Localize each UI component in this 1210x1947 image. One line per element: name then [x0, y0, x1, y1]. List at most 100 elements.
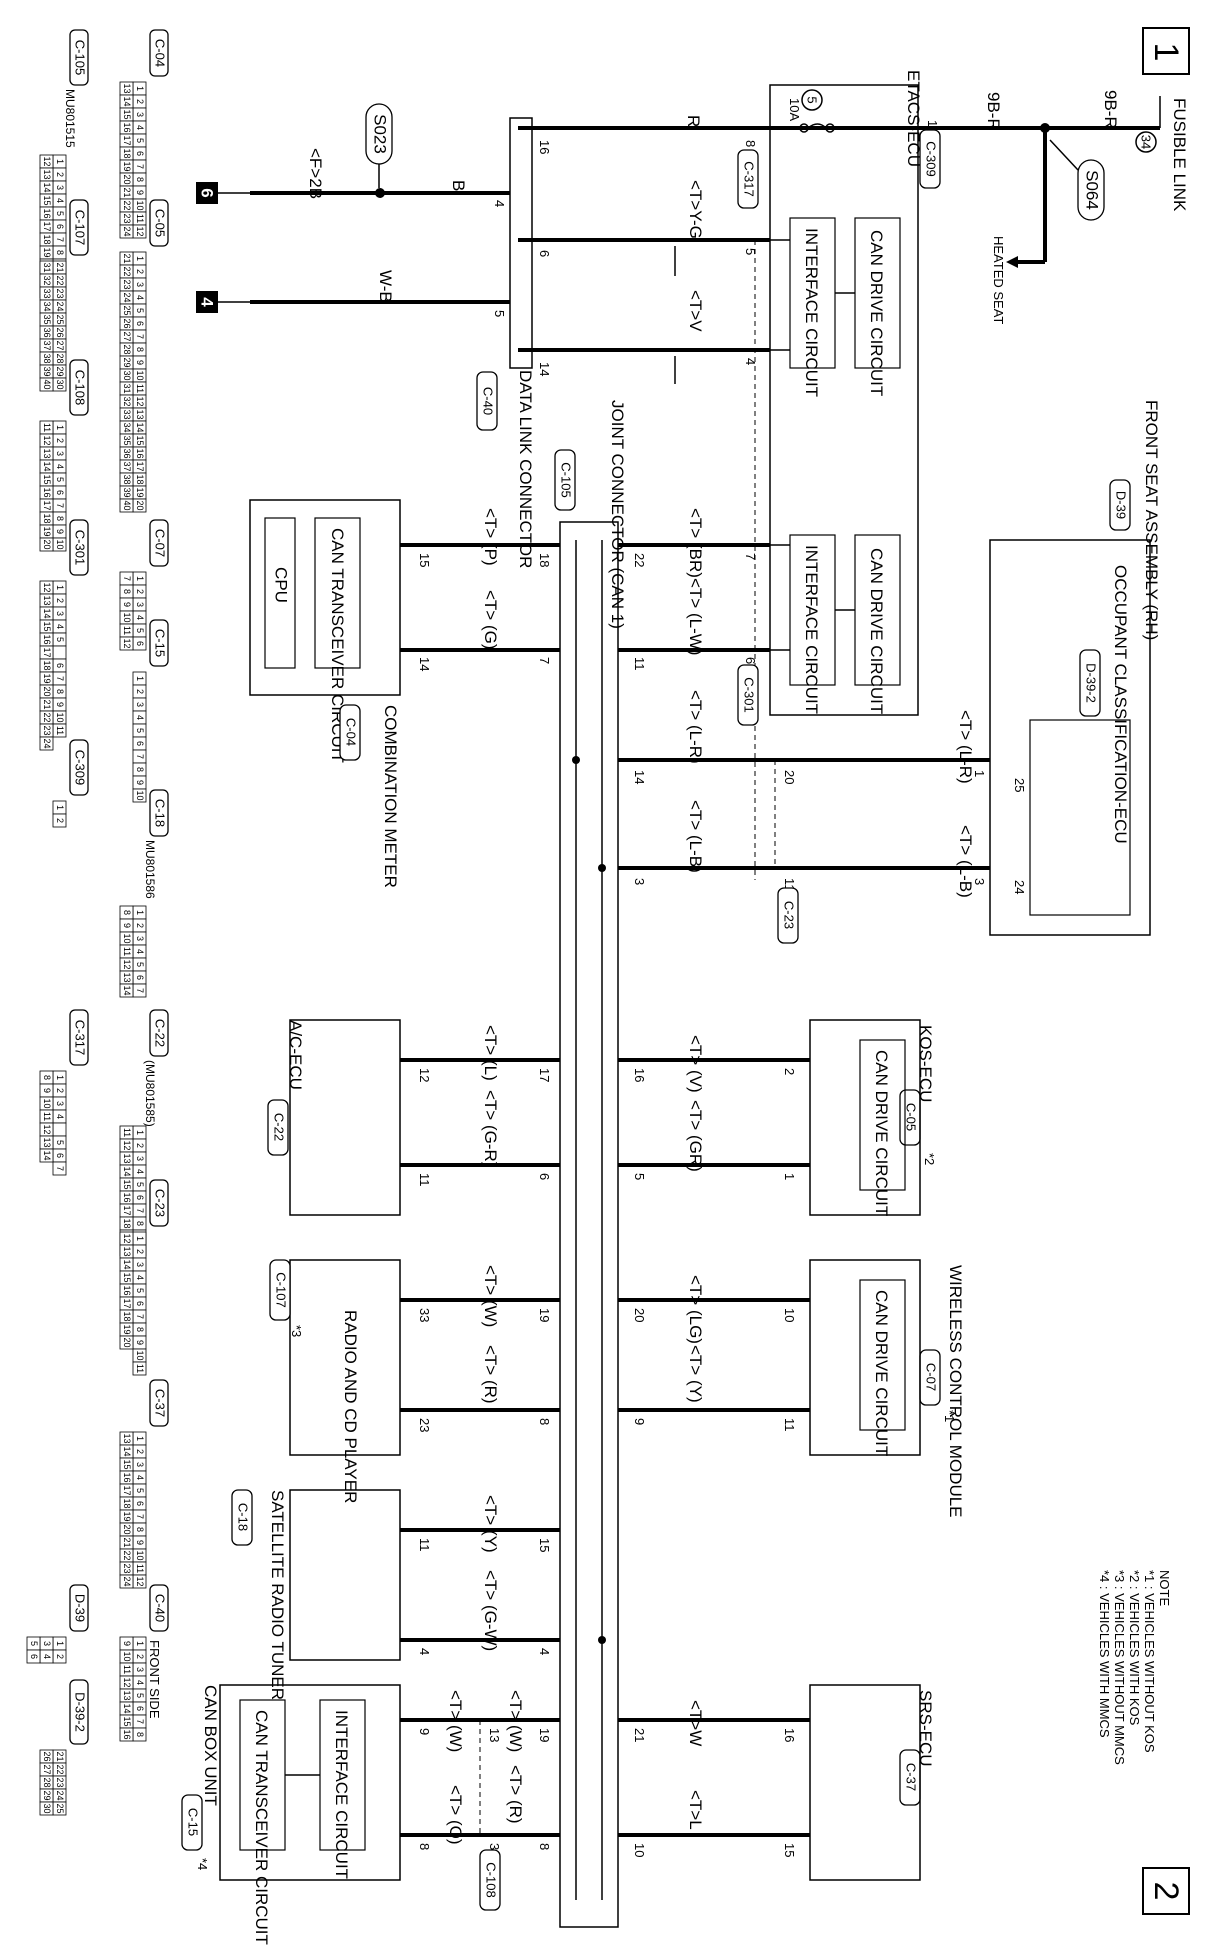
connector-pin-number: 13 [122, 1690, 132, 1700]
svg-text:11: 11 [417, 1173, 432, 1187]
connector-pin-number: 4 [135, 1475, 145, 1480]
connector-pin-number: 13 [122, 1433, 132, 1443]
svg-text:C-107: C-107 [274, 1272, 289, 1307]
connector-pin-number: 23 [55, 288, 65, 298]
connector-pin-number: 5 [55, 477, 65, 482]
connector-pin-number: 18 [122, 148, 132, 158]
connector-pin-number: 5 [135, 308, 145, 313]
connector-pin-number: 9 [122, 602, 132, 607]
combination-meter-box [249, 499, 401, 696]
connector-pin-number: 14 [122, 1703, 132, 1713]
connector-pin-number: 2 [135, 269, 145, 274]
svg-text:25: 25 [1012, 778, 1027, 792]
connector-pin-cell [52, 1122, 67, 1137]
svg-text:D-39: D-39 [1114, 491, 1129, 519]
svg-text:5: 5 [805, 96, 820, 103]
svg-text:<T> (L-B): <T> (L-B) [686, 800, 705, 873]
page-number-top: 1 [1142, 27, 1190, 75]
svg-text:<T> (Y): <T> (Y) [481, 1495, 500, 1553]
connector-pin-number: 16 [135, 448, 145, 458]
connector-pin-number: 2 [135, 1143, 145, 1148]
connector-pin-number: 21 [122, 1537, 132, 1547]
connector-pin-number: 23 [122, 1563, 132, 1573]
connector-view-title: C-309 [73, 750, 88, 785]
connector-pin-number: 12 [42, 156, 52, 166]
front-side-label: FRONT SIDE [147, 1640, 162, 1719]
connector-pin-number: 15 [42, 474, 52, 484]
connector-pin-number: 18 [42, 234, 52, 244]
connector-pin-number: 11 [135, 384, 145, 393]
svg-text:8: 8 [417, 1843, 432, 1850]
connector-pin-number: 2 [135, 1449, 145, 1454]
connector-pin-number: 21 [55, 262, 65, 272]
connector-pin-number: 27 [122, 331, 132, 341]
svg-text:C-05: C-05 [904, 1103, 919, 1131]
connector-pin-number: 5 [135, 728, 145, 733]
svg-text:*2 : VEHICLES WITH KOS: *2 : VEHICLES WITH KOS [1127, 1570, 1142, 1726]
connector-pin-number: 3 [135, 1156, 145, 1161]
connector-pin-number: 4 [55, 198, 65, 203]
connector-pin-number: 11 [135, 214, 145, 223]
connector-pin-number: 4 [135, 1275, 145, 1280]
svg-text:4: 4 [537, 1648, 552, 1655]
connector-pin-number: 16 [42, 487, 52, 497]
connector-pin-number: 7 [135, 1208, 145, 1213]
svg-text:2: 2 [782, 1068, 797, 1075]
connector-pin-number: 13 [42, 1137, 52, 1147]
connector-pin-number: 7 [55, 1166, 65, 1171]
connector-tag-c37: C-37 [899, 1749, 921, 1806]
connector-pin-number: 3 [135, 112, 145, 117]
connector-pin-number: 24 [55, 1790, 65, 1800]
connector-pin-number: 6 [55, 1153, 65, 1158]
connector-pin-cell [119, 1727, 134, 1742]
connector-pin-number: 6 [135, 321, 145, 326]
connector-pin-number: 1 [55, 1641, 65, 1646]
connector-pin-number: 2 [55, 438, 65, 443]
connector-pin-number: 3 [135, 1262, 145, 1267]
svg-text:19: 19 [537, 1308, 552, 1322]
connector-pin-number: 13 [122, 1153, 132, 1163]
connector-pin-number: 24 [55, 301, 65, 311]
svg-text:15: 15 [417, 553, 432, 567]
svg-text:10: 10 [632, 1843, 647, 1857]
connector-pin-number: 38 [122, 474, 132, 484]
front-seat-title: FRONT SEAT ASSEMBLY (RH) [1142, 400, 1161, 640]
connector-pin-number: 2 [55, 1088, 65, 1093]
connector-pin-number: 5 [135, 1288, 145, 1293]
svg-text:14: 14 [632, 770, 647, 784]
combination-title: COMBINATION METER [381, 705, 400, 888]
kos-ecu-box [809, 1019, 921, 1216]
ac-title: A/C-ECU [286, 1020, 305, 1090]
connector-pin-number: 29 [122, 357, 132, 367]
connector-view-c-04: C-04123456789101112131415161718192021222… [119, 29, 169, 239]
svg-text:4: 4 [417, 1648, 432, 1655]
connector-pin-number: 12 [135, 396, 145, 406]
svg-text:INTERFACE CIRCUIT: INTERFACE CIRCUIT [802, 228, 821, 397]
fuse-5-10a: 5 10A [770, 89, 918, 133]
connector-pin-number: 14 [122, 96, 132, 106]
svg-text:CAN DRIVE CIRCUIT: CAN DRIVE CIRCUIT [872, 1290, 891, 1456]
connector-pin-number: 5 [55, 211, 65, 216]
connector-pin-number: 17 [122, 1298, 132, 1308]
connector-pin-number: 3 [135, 1667, 145, 1672]
svg-text:20: 20 [632, 1308, 647, 1322]
svg-text:<F>2B: <F>2B [306, 148, 325, 199]
connector-pin-number: 11 [55, 726, 65, 735]
connector-pin-number: 3 [55, 1101, 65, 1106]
connector-pin-number: 37 [122, 461, 132, 471]
connector-pin-number: 34 [122, 422, 132, 432]
connector-pin-number: 28 [55, 353, 65, 363]
connector-pin-number: 17 [122, 135, 132, 145]
connector-pin-number: 2 [135, 689, 145, 694]
connector-pin-number: 16 [122, 1472, 132, 1482]
svg-text:<T> (P): <T> (P) [481, 508, 500, 566]
connector-tag-c15: C-15 [181, 1794, 203, 1851]
svg-text:CAN TRANSCEIVER CIRCUIT: CAN TRANSCEIVER CIRCUIT [328, 528, 347, 763]
connector-pin-number: 32 [42, 275, 52, 285]
svg-text:4: 4 [492, 200, 507, 207]
connector-pin-number: 12 [42, 435, 52, 445]
connector-pin-number: 20 [42, 539, 52, 549]
